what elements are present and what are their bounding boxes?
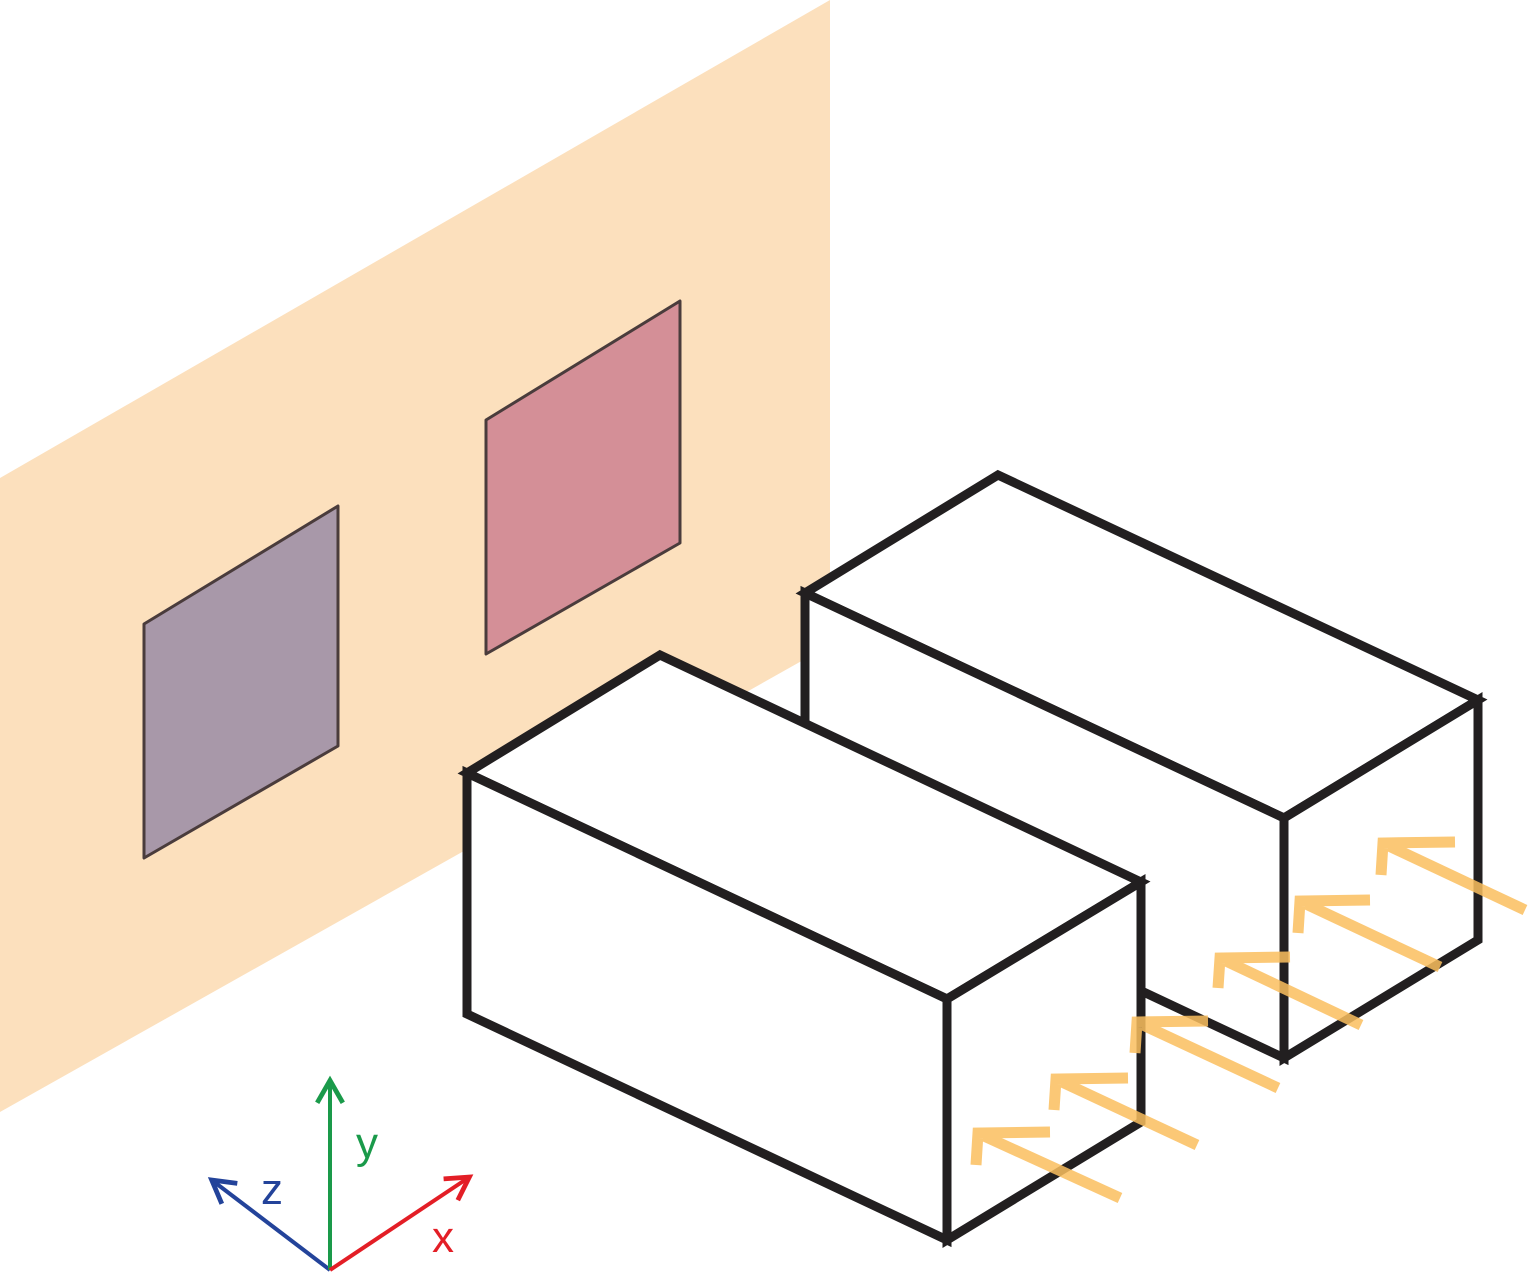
light-arrow-icon bbox=[1292, 894, 1443, 972]
front-box bbox=[457, 649, 1151, 1249]
z-axis-label: z bbox=[261, 1165, 283, 1214]
projection-plane bbox=[0, 0, 830, 1112]
light-arrow-icon bbox=[1212, 951, 1364, 1030]
x-axis-arrow-icon bbox=[328, 1174, 474, 1272]
z-axis-arrow-icon bbox=[207, 1177, 332, 1272]
light-arrow-icon bbox=[1375, 836, 1528, 915]
right-square-projection bbox=[484, 299, 682, 656]
x-axis-label: x bbox=[432, 1213, 454, 1262]
back-box-side-face bbox=[1279, 691, 1483, 1067]
light-arrow-icon bbox=[1129, 1015, 1281, 1093]
light-arrow-icon bbox=[970, 1126, 1123, 1204]
axis-triad: z y x bbox=[207, 1075, 474, 1272]
back-box bbox=[795, 469, 1488, 1067]
left-square-projection bbox=[142, 504, 340, 860]
light-direction-arrows bbox=[970, 836, 1528, 1204]
light-arrow-icon bbox=[1048, 1072, 1200, 1150]
y-axis-label: y bbox=[356, 1119, 378, 1168]
